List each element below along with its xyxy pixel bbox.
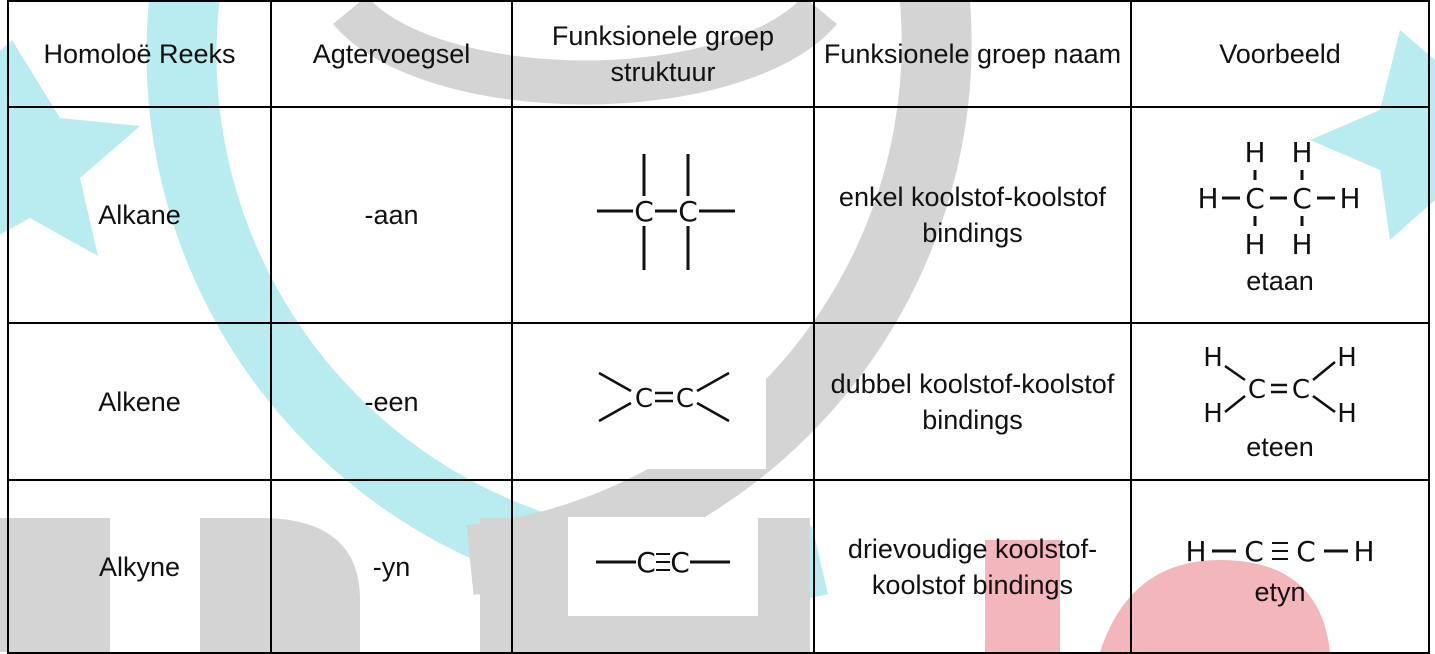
hydrogen-atom-label: H: [1339, 182, 1360, 215]
example-cell: H H H C C H H H: [1130, 106, 1430, 324]
table-row: Alkene -een C C dubbel koolsto: [7, 322, 1430, 481]
hydrogen-atom-label: H: [1291, 228, 1312, 261]
example-cell: H C C H etyn: [1130, 479, 1430, 654]
hydrogen-atom-label: H: [1244, 136, 1265, 169]
group-name-cell: drievoudige koolstof-koolstof bindings: [813, 479, 1132, 654]
carbon-atom-label: C: [634, 384, 652, 414]
structure-cell: C C: [511, 322, 815, 481]
group-name-cell: enkel koolstof-koolstof bindings: [813, 106, 1132, 324]
suffix-cell: -yn: [270, 479, 513, 654]
hydrogen-atom-label: H: [1337, 399, 1357, 429]
structure-cell: C C: [511, 479, 815, 654]
hydrogen-atom-label: H: [1185, 535, 1206, 568]
hydrogen-atom-label: H: [1203, 399, 1223, 429]
suffix-cell: -een: [270, 322, 513, 481]
hydrogen-atom-label: H: [1197, 182, 1218, 215]
hydrogen-atom-label: H: [1291, 136, 1312, 169]
group-name-cell: dubbel koolstof-koolstof bindings: [813, 322, 1132, 481]
hydrogen-atom-label: H: [1353, 535, 1374, 568]
header-functional-group-structure: Funksionele groep struktuur: [511, 0, 815, 108]
ethene-structure-icon: H H C C H H: [1203, 343, 1357, 429]
header-functional-group-name: Funksionele groep naam: [813, 0, 1132, 108]
carbon-atom-label: C: [675, 384, 693, 414]
header-example: Voorbeeld: [1130, 0, 1430, 108]
example-name: etyn: [1254, 576, 1306, 607]
hydrogen-atom-label: H: [1244, 228, 1265, 261]
hydrogen-atom-label: H: [1203, 343, 1223, 373]
carbon-atom-label: C: [1244, 535, 1264, 568]
carbon-atom-label: C: [1248, 375, 1266, 405]
ethane-structure-icon: H H H C C H H H: [1197, 136, 1360, 261]
table-row: Alkane -aan C C e: [7, 106, 1430, 324]
single-bond-structure-icon: C C: [563, 125, 763, 305]
carbon-atom-label: C: [1245, 182, 1265, 215]
triple-bond-structure-icon: C C: [568, 517, 758, 616]
double-bond-structure-icon: C C: [560, 334, 766, 469]
table-header-row: Homoloë Reeks Agtervoegsel Funksionele g…: [7, 0, 1430, 108]
table-row: Alkyne -yn C C drievo: [7, 479, 1430, 654]
carbon-atom-label: C: [678, 195, 698, 228]
carbon-atom-label: C: [1292, 375, 1310, 405]
example-name: etaan: [1246, 266, 1314, 296]
carbon-atom-label: C: [1296, 535, 1316, 568]
series-cell: Alkene: [7, 322, 272, 481]
hydrogen-atom-label: H: [1337, 343, 1357, 373]
header-homologous-series: Homoloë Reeks: [7, 0, 272, 108]
structure-cell: C C: [511, 106, 815, 324]
carbon-atom-label: C: [670, 546, 690, 579]
series-cell: Alkyne: [7, 479, 272, 654]
suffix-cell: -aan: [270, 106, 513, 324]
carbon-atom-label: C: [1292, 182, 1312, 215]
example-cell: H H C C H H: [1130, 322, 1430, 481]
ethyne-structure-icon: H C C H: [1185, 535, 1374, 568]
header-suffix: Agtervoegsel: [270, 0, 513, 108]
carbon-atom-label: C: [634, 195, 654, 228]
carbon-atom-label: C: [636, 546, 656, 579]
homologous-series-table: Homoloë Reeks Agtervoegsel Funksionele g…: [7, 0, 1430, 654]
example-name: eteen: [1246, 431, 1314, 462]
series-cell: Alkane: [7, 106, 272, 324]
